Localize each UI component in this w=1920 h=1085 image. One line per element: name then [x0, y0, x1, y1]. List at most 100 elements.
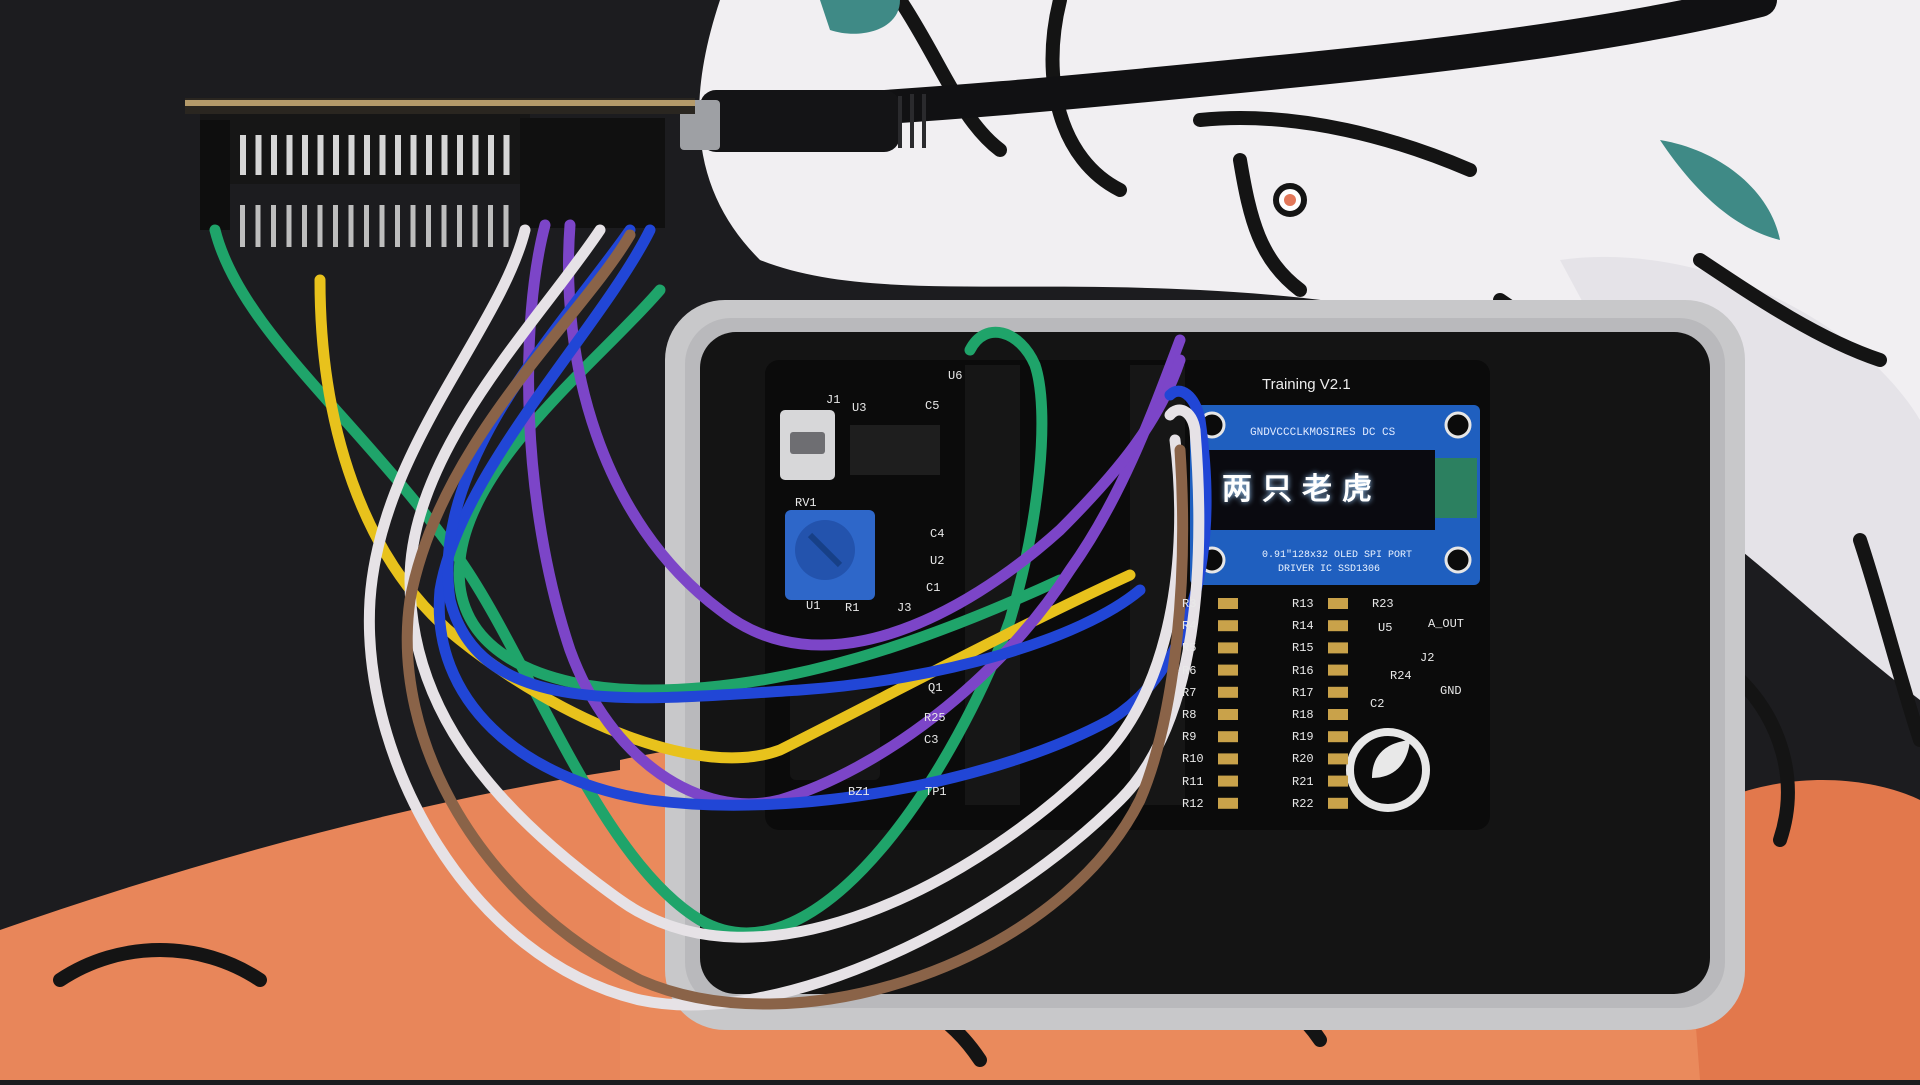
smd-pad [1328, 686, 1348, 698]
label-r24: R24 [1390, 669, 1412, 683]
dev-board-edge [185, 100, 695, 106]
dupont-housing-left [200, 120, 230, 230]
label-u1: U1 [806, 599, 821, 613]
oled-mount-hole-4 [1444, 546, 1472, 574]
header-pin-lower [333, 205, 338, 247]
header-pin-lower [472, 205, 478, 247]
label-j2: J2 [1420, 651, 1435, 665]
oled-spec-line-2: DRIVER IC SSD1306 [1278, 564, 1381, 575]
dupont-housings [520, 118, 665, 228]
header-pin-lower [286, 205, 292, 247]
header-pin-lower [348, 205, 354, 247]
resistor-label: R20 [1292, 752, 1314, 767]
chip-u3 [850, 425, 940, 475]
smd-pad [1218, 709, 1238, 720]
smd-pad [1218, 620, 1238, 632]
label-u2: U2 [930, 554, 945, 568]
label-q1: Q1 [928, 681, 943, 695]
header-pin [333, 135, 339, 175]
board-logo-leaf [1372, 740, 1410, 778]
label-u6: U6 [948, 369, 963, 383]
wire-brown-1 [401, 229, 1189, 1010]
resistor-label: R11 [1182, 774, 1204, 789]
resistor-label: R9 [1182, 730, 1197, 745]
resistor-label: R21 [1292, 774, 1314, 789]
label-u3: U3 [852, 401, 867, 415]
resistor-label: R16 [1292, 663, 1314, 678]
oled-flex-cable [1435, 458, 1477, 518]
header-pin-lower [457, 205, 462, 247]
header-pin [472, 135, 479, 175]
wire-blue-1 [433, 224, 1212, 811]
smd-pad [1328, 664, 1348, 676]
resistor-label: R14 [1292, 619, 1314, 634]
smd-pad [1328, 797, 1348, 809]
label-j1: J1 [826, 393, 841, 407]
wire-green-2 [453, 284, 1066, 696]
header-pin-lower [317, 205, 323, 247]
jumper-wires [209, 219, 1212, 1011]
smd-pad [1218, 753, 1238, 765]
resistor-label: R17 [1292, 685, 1314, 700]
resistor-label: R7 [1182, 685, 1197, 700]
header-pin-lower [441, 205, 447, 247]
oled-pin-header-label: GNDVCCCLKMOSIRES DC CS [1250, 427, 1396, 439]
header-pin [426, 135, 432, 175]
header-pin [348, 135, 355, 175]
mat-cartoon-pupil [1284, 194, 1296, 206]
oled-spec-line-1: 0.91"128x32 OLED SPI PORT [1262, 550, 1413, 561]
label-c4: C4 [930, 527, 945, 541]
header-pin-lower [271, 205, 276, 247]
micro-usb-opening [790, 432, 825, 454]
header-pin-lower [302, 205, 307, 247]
mat-white-shape [699, 0, 1920, 533]
header-pin [271, 135, 277, 175]
label-j3: J3 [897, 601, 912, 615]
smd-pads [1218, 598, 1348, 809]
resistor-label: R22 [1292, 796, 1314, 811]
header-pin [286, 135, 293, 175]
header-pin-lower [488, 205, 493, 247]
mat-cartoon-lines [53, 0, 1920, 1067]
header-pin [240, 135, 246, 175]
header-pin [488, 135, 494, 175]
header-pin-lower [426, 205, 431, 247]
header-pin-lower [395, 205, 400, 247]
header-pin [255, 135, 262, 175]
label-bz1: BZ1 [848, 785, 870, 799]
smd-pad [1328, 753, 1348, 765]
wire-purple-2 [563, 219, 1186, 651]
board-title: Training V2.1 [1262, 376, 1351, 393]
resistor-label: R15 [1292, 641, 1314, 656]
usb-plug [700, 90, 900, 152]
usb-strain-relief [898, 94, 926, 148]
resistor-label: R8 [1182, 708, 1197, 722]
header-pin-lower [379, 205, 385, 247]
header-pin-lower [503, 205, 509, 247]
oled-screen [1205, 450, 1435, 530]
label-gnd: GND [1440, 684, 1462, 698]
label-rv1: RV1 [795, 496, 817, 510]
header-pin-lower [255, 205, 261, 247]
resistor-label: R13 [1292, 597, 1314, 611]
mat-orange-shape-left [0, 770, 700, 1080]
oled-display-text: 两只老虎 [1222, 472, 1382, 507]
header-pin-lower [240, 205, 245, 247]
smd-pad [1328, 620, 1348, 632]
header-pin [410, 135, 417, 175]
smd-pad [1328, 598, 1348, 609]
header-pin [503, 135, 510, 175]
label-u5: U5 [1378, 621, 1393, 635]
label-c1: C1 [926, 581, 941, 595]
wire-green-1 [209, 224, 1048, 939]
smd-pad [1218, 731, 1238, 743]
resistor-label: R19 [1292, 730, 1314, 745]
header-pin-lower [410, 205, 416, 247]
label-r23: R23 [1372, 597, 1394, 611]
header-pin-lower [364, 205, 369, 247]
header-pin [317, 135, 324, 175]
mat-teal-accents [820, 0, 1780, 240]
smd-pad [1218, 686, 1238, 698]
smd-pad [1218, 642, 1238, 654]
